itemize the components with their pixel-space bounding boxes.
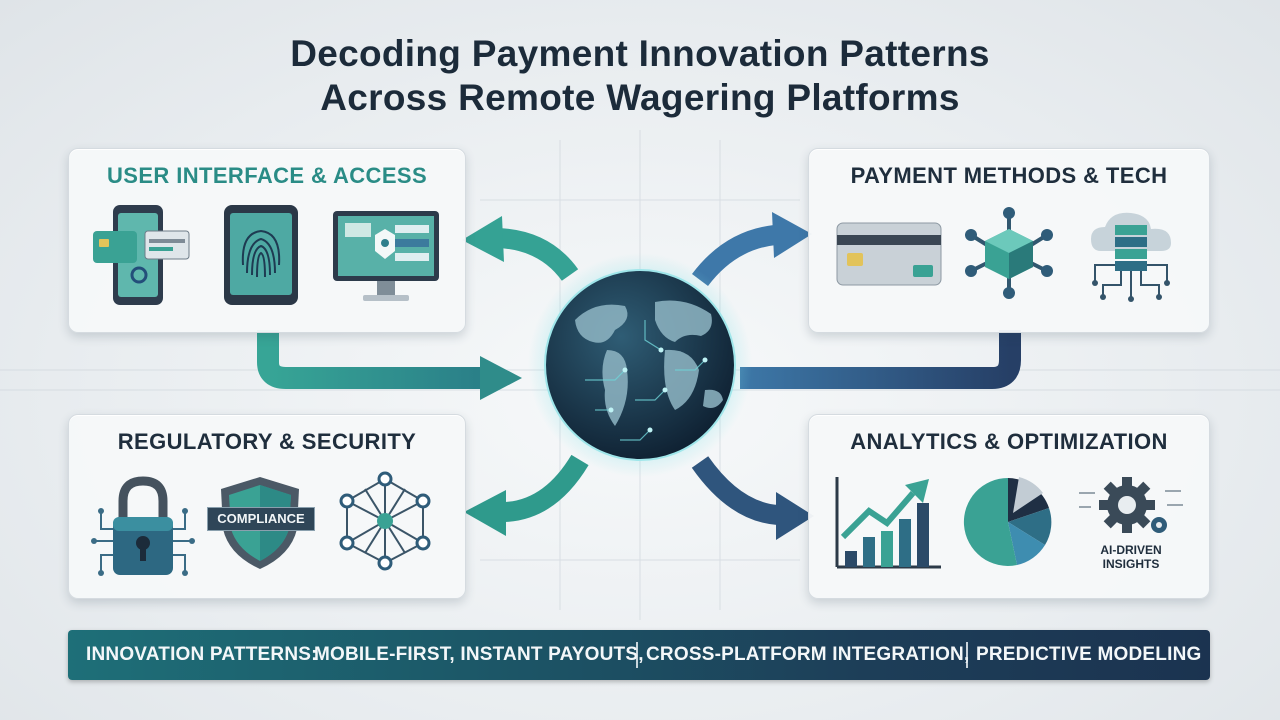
ai-label-line-1: AI-DRIVEN bbox=[1100, 543, 1162, 557]
arrow-globe-to-analytics bbox=[691, 456, 814, 540]
panel-payment-methods: PAYMENT METHODS & TECH bbox=[808, 148, 1210, 333]
panel-analytics: ANALYTICS & OPTIMIZATION bbox=[808, 414, 1210, 599]
arrow-globe-to-regulatory bbox=[464, 454, 589, 536]
panel-user-interface: USER INTERFACE & ACCESS bbox=[68, 148, 466, 333]
banner-label: INNOVATION PATTERNS: bbox=[86, 644, 318, 665]
circuit-padlock-icon bbox=[91, 476, 195, 576]
cloud-server-icon bbox=[1091, 212, 1171, 302]
arrow-ui-to-globe bbox=[257, 330, 522, 400]
banner-item-1: MOBILE-FIRST, INSTANT PAYOUTS, bbox=[314, 644, 644, 665]
panel-title-analytics: ANALYTICS & OPTIMIZATION bbox=[850, 429, 1168, 454]
banner-item-2: CROSS-PLATFORM INTEGRATION, bbox=[646, 644, 970, 665]
title-line-1: Decoding Payment Innovation Patterns bbox=[290, 33, 990, 74]
panel-title-payment-methods: PAYMENT METHODS & TECH bbox=[850, 163, 1168, 188]
banner-item-3: PREDICTIVE MODELING bbox=[976, 644, 1202, 665]
network-nodes-icon bbox=[339, 471, 431, 571]
banner-separator-2 bbox=[966, 642, 968, 668]
innovation-patterns-banner: INNOVATION PATTERNS: MOBILE-FIRST, INSTA… bbox=[68, 630, 1210, 680]
panel-title-user-interface: USER INTERFACE & ACCESS bbox=[106, 163, 428, 188]
compliance-shield-icon: COMPLIANCE bbox=[207, 473, 315, 573]
ai-label-line-2: INSIGHTS bbox=[1102, 557, 1160, 571]
title-line-2: Across Remote Wagering Platforms bbox=[320, 77, 960, 118]
gear-ai-icon: AI-DRIVEN INSIGHTS bbox=[1075, 473, 1187, 577]
credit-card-icon bbox=[836, 222, 942, 286]
bar-chart-growth-icon bbox=[835, 477, 941, 569]
mobile-card-icon bbox=[93, 205, 190, 305]
ai-insights-label: AI-DRIVEN INSIGHTS bbox=[1081, 543, 1181, 571]
monitor-dashboard-icon bbox=[333, 211, 439, 301]
page-title: Decoding Payment Innovation Patterns Acr… bbox=[0, 32, 1280, 120]
blockchain-cube-icon bbox=[965, 207, 1053, 299]
arrow-globe-to-ui bbox=[462, 216, 579, 282]
arrow-payment-to-globe bbox=[740, 330, 1021, 389]
digital-globe-icon bbox=[515, 250, 765, 480]
banner-separator-1 bbox=[636, 642, 638, 668]
pie-chart-icon bbox=[963, 477, 1052, 566]
arrow-globe-to-payment bbox=[692, 212, 812, 287]
panel-regulatory-security: REGULATORY & SECURITY COMPLIANCE bbox=[68, 414, 466, 599]
fingerprint-tablet-icon bbox=[224, 205, 298, 305]
compliance-label: COMPLIANCE bbox=[207, 507, 315, 531]
panel-title-regulatory: REGULATORY & SECURITY bbox=[117, 429, 417, 454]
